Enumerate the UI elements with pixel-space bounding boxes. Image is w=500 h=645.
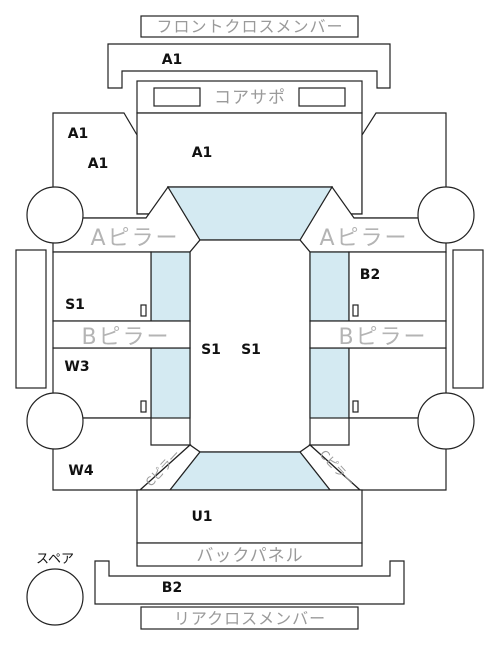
b-pillar-right-label: Bピラー bbox=[338, 325, 427, 350]
a-pillar-left-label: Aピラー bbox=[90, 226, 179, 251]
front-cross-member-label: フロントクロスメンバー bbox=[156, 17, 343, 36]
wheel-front-left[interactable] bbox=[26, 186, 84, 244]
code-rear-quarter-left: W4 bbox=[68, 463, 93, 479]
a-pillar-right-label: Aピラー bbox=[319, 226, 408, 251]
back-panel-box[interactable] bbox=[136, 542, 363, 567]
side-sill-right[interactable] bbox=[452, 249, 484, 389]
side-window-left-front[interactable] bbox=[150, 251, 191, 322]
side-window-left-rear[interactable] bbox=[150, 347, 191, 419]
code-front-fender-left-2: A1 bbox=[88, 156, 109, 172]
code-roof-right: S1 bbox=[241, 342, 261, 358]
code-trunk: U1 bbox=[191, 509, 212, 525]
code-rear-door-left: W3 bbox=[64, 359, 89, 375]
code-front-cross-member: A1 bbox=[162, 52, 183, 68]
trunk-panel[interactable] bbox=[136, 489, 363, 544]
rear-bumper-outline[interactable] bbox=[94, 560, 405, 605]
core-support-label: コアサポ bbox=[214, 88, 286, 108]
spare-tire[interactable] bbox=[26, 568, 84, 626]
front-door-right[interactable] bbox=[348, 251, 447, 322]
rear-cross-member-label: リアクロスメンバー bbox=[174, 609, 326, 628]
b-pillar-right-area[interactable] bbox=[309, 320, 447, 349]
b-pillar-left-label: Bピラー bbox=[81, 325, 170, 350]
door-handle-front-left bbox=[140, 304, 147, 317]
side-sill-left[interactable] bbox=[15, 249, 47, 389]
side-window-right-rear[interactable] bbox=[309, 347, 350, 419]
code-roof-left: S1 bbox=[201, 342, 221, 358]
core-support-right-slot bbox=[298, 87, 346, 107]
side-window-right-front[interactable] bbox=[309, 251, 350, 322]
wheel-rear-right[interactable] bbox=[417, 392, 475, 450]
front-cross-member-box[interactable] bbox=[140, 15, 359, 38]
door-handle-rear-right bbox=[352, 400, 359, 413]
core-support-left-slot bbox=[153, 87, 201, 107]
front-bumper-outline[interactable] bbox=[107, 43, 391, 89]
back-panel-label: バックパネル bbox=[196, 546, 303, 566]
b-pillar-left-area[interactable] bbox=[52, 320, 191, 349]
code-front-door-right: B2 bbox=[360, 267, 380, 283]
rear-cross-member-box[interactable] bbox=[140, 606, 359, 630]
code-hood: A1 bbox=[192, 145, 213, 161]
door-handle-front-right bbox=[352, 304, 359, 317]
wheel-rear-left[interactable] bbox=[26, 392, 84, 450]
wheel-front-right[interactable] bbox=[417, 186, 475, 244]
spare-label: スペア bbox=[36, 552, 74, 567]
core-support-box[interactable] bbox=[136, 80, 363, 114]
door-handle-rear-left bbox=[140, 400, 147, 413]
code-front-door-left: S1 bbox=[65, 297, 85, 313]
code-front-fender-left-1: A1 bbox=[68, 126, 89, 142]
code-rear-cross-member: B2 bbox=[162, 580, 182, 596]
